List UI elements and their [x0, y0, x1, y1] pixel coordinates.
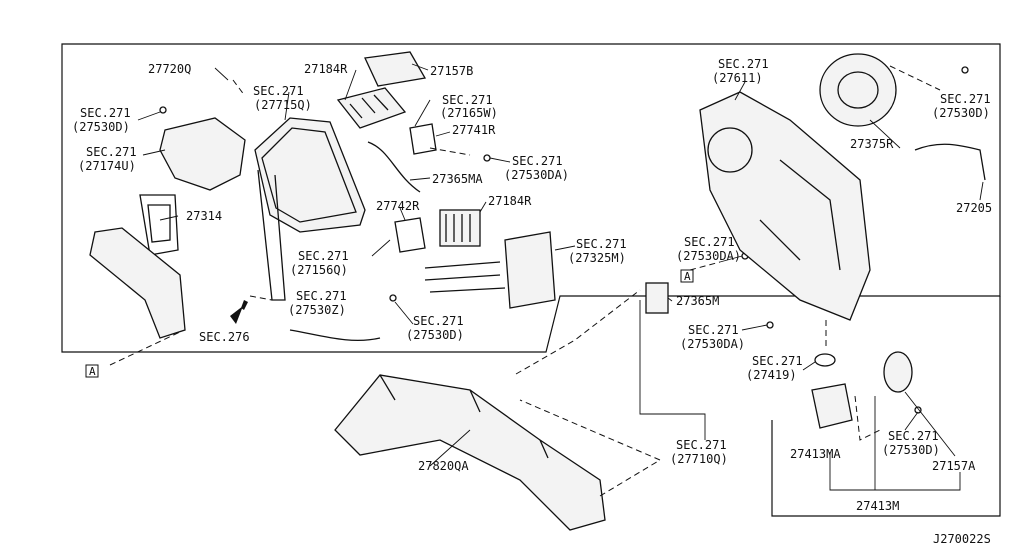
grommet-27419 — [814, 353, 836, 367]
filter-element-top — [336, 87, 407, 129]
label-27165W: (27165W) — [440, 106, 498, 120]
label-sec271: SEC.271 — [80, 106, 131, 120]
sensor-27205 — [914, 143, 986, 181]
label-sec271: SEC.271 — [296, 289, 347, 303]
screw-icon — [389, 294, 397, 302]
label-27530D: (27530D) — [882, 443, 940, 457]
heater-core — [424, 231, 556, 309]
label-sec271: SEC.271 — [676, 438, 727, 452]
duct-panel — [159, 117, 246, 191]
label-27530DA: (27530DA) — [680, 337, 745, 351]
svg-text:A: A — [89, 365, 96, 378]
seal-27365MA — [367, 141, 421, 193]
label-27820QA: 27820QA — [418, 459, 469, 473]
screw-icon — [159, 106, 167, 114]
label-27365M: 27365M — [676, 294, 719, 308]
bracket-27314 — [139, 194, 179, 256]
filter-element-mid — [439, 209, 481, 247]
intake-duct — [334, 374, 606, 531]
screw-icon — [914, 406, 922, 414]
label-sec271: SEC.271 — [718, 57, 769, 71]
label-27184R: 27184R — [304, 62, 348, 76]
label-27530DA: (27530DA) — [676, 249, 741, 263]
foot-duct — [89, 227, 186, 339]
label-27530Z: (27530Z) — [288, 303, 346, 317]
label-27365MA: 27365MA — [432, 172, 483, 186]
label-27375R: 27375R — [850, 137, 894, 151]
label-27205: 27205 — [956, 201, 992, 215]
resistor-27413MA — [811, 383, 853, 429]
blower-case — [699, 91, 871, 321]
label-27174U: (27174U) — [78, 159, 136, 173]
leader-lines — [137, 63, 984, 491]
arrow-icon — [230, 300, 248, 324]
frame-right-bracket — [771, 296, 1001, 517]
label-sec271: SEC.271 — [752, 354, 803, 368]
label-27611: (27611) — [712, 71, 763, 85]
label-sec271: SEC.271 — [576, 237, 627, 251]
label-27742R: 27742R — [376, 199, 420, 213]
label-sec271: SEC.271 — [442, 93, 493, 107]
label-27413MA: 27413MA — [790, 447, 841, 461]
screw-icon — [483, 154, 491, 162]
label-sec271: SEC.271 — [253, 84, 304, 98]
label-27157B: 27157B — [430, 64, 473, 78]
actuator-27741R — [409, 123, 437, 155]
label-sec271: SEC.271 — [888, 429, 939, 443]
label-27157A: 27157A — [932, 459, 976, 473]
svg-text:A: A — [684, 270, 691, 283]
label-sec271: SEC.271 — [688, 323, 739, 337]
seal-27365M — [645, 282, 669, 314]
label-sec271: SEC.271 — [684, 235, 735, 249]
actuator-27742R — [394, 217, 426, 253]
label-27530D: (27530D) — [406, 328, 464, 342]
marker-a-left: A — [85, 364, 99, 378]
blower-motor — [819, 53, 897, 127]
label-27419: (27419) — [746, 368, 797, 382]
label-27530DA: (27530DA) — [504, 168, 569, 182]
screw-icon — [766, 321, 774, 329]
label-27720Q: 27720Q — [148, 62, 191, 76]
dashed-lines — [109, 65, 941, 497]
label-27710Q: (27710Q) — [670, 452, 728, 466]
label-27184R: 27184R — [488, 194, 532, 208]
page-reference: J270022S — [933, 532, 991, 546]
label-sec271: SEC.271 — [940, 92, 991, 106]
label-sec271: SEC.271 — [413, 314, 464, 328]
screw-icon — [961, 66, 969, 74]
label-27530D: (27530D) — [932, 106, 990, 120]
label-sec271: SEC.271 — [86, 145, 137, 159]
label-27156Q: (27156Q) — [290, 263, 348, 277]
frame-outline — [61, 43, 1001, 353]
label-27530D: (27530D) — [72, 120, 130, 134]
label-27741R: 27741R — [452, 123, 496, 137]
label-27325M: (27325M) — [568, 251, 626, 265]
label-27314: 27314 — [186, 209, 222, 223]
marker-a-right: A — [680, 269, 694, 283]
seal-ring-27157A — [883, 351, 913, 393]
label-sec271: SEC.271 — [298, 249, 349, 263]
harness-27530Z — [289, 329, 381, 341]
heater-case — [254, 117, 366, 301]
label-sec271: SEC.271 — [512, 154, 563, 168]
filter-cover — [364, 51, 427, 87]
label-27413M: 27413M — [856, 499, 899, 513]
label-sec276: SEC.276 — [199, 330, 250, 344]
label-27715Q: (27715Q) — [254, 98, 312, 112]
